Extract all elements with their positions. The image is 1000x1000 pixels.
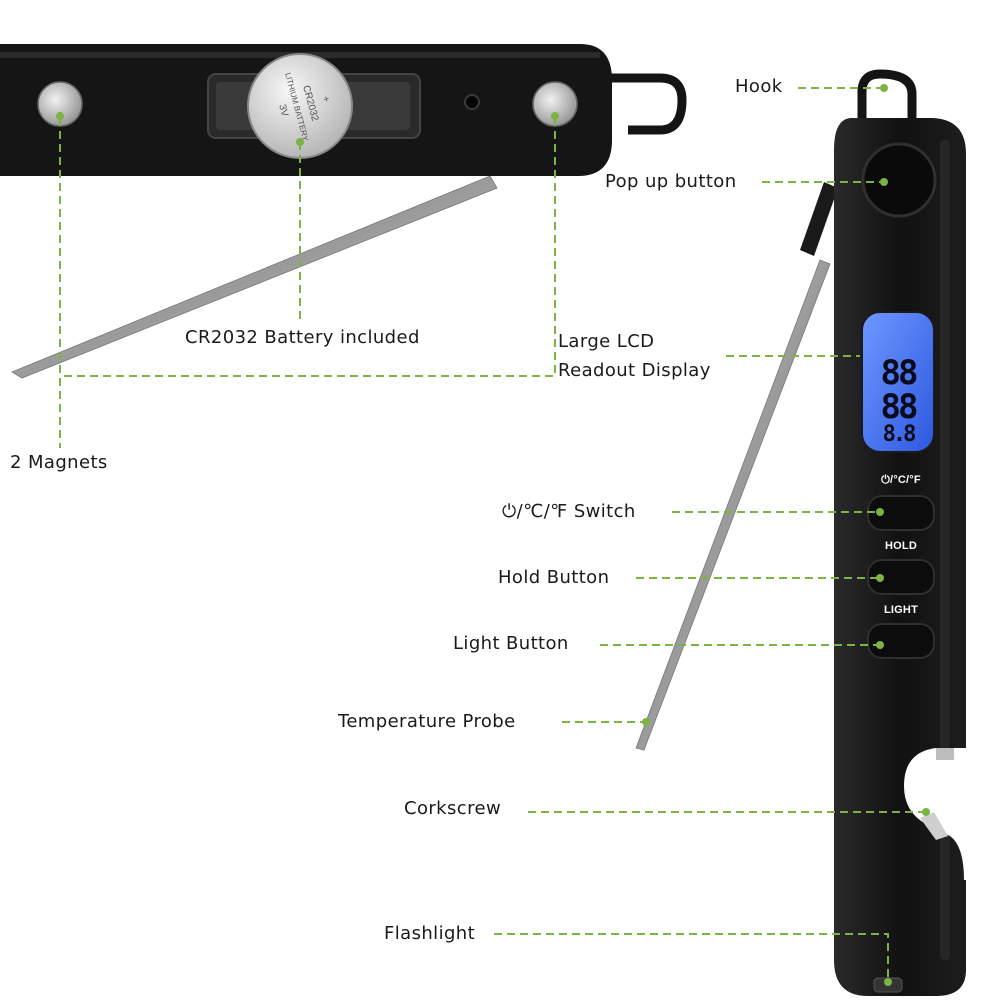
label-flashlight: Flashlight xyxy=(384,923,476,944)
lcd-readout: 88 88 8.8 xyxy=(868,356,928,446)
label-lcd-line1: Large LCD xyxy=(558,331,655,352)
leader-magnet-right xyxy=(62,118,556,377)
leader-flashlight xyxy=(494,933,889,980)
hook-right xyxy=(857,69,917,122)
label-hold-button: Hold Button xyxy=(498,567,610,588)
power-unit-button-label: ⏻/°C/°F xyxy=(881,474,921,486)
label-popup-button: Pop up button xyxy=(605,171,737,192)
thermometer-front-view xyxy=(635,69,966,996)
label-battery: CR2032 Battery included xyxy=(185,327,420,348)
battery-voltage-text: 3V xyxy=(276,103,290,118)
probe-hinge xyxy=(800,182,838,256)
hold-button-label: HOLD xyxy=(885,540,917,552)
label-light-button: Light Button xyxy=(453,633,569,654)
screw-icon xyxy=(464,94,480,110)
leader-lines xyxy=(59,87,926,980)
lcd-display xyxy=(861,311,935,453)
label-switch: ⏻/℃/℉ Switch xyxy=(502,501,636,522)
thermometer-back-view: + CR2032 LITHIUM BATTERY 3V xyxy=(0,44,687,379)
battery-plus-text: + xyxy=(320,95,332,104)
label-magnets: 2 Magnets xyxy=(10,452,108,473)
hold-button[interactable] xyxy=(867,559,935,595)
label-hook: Hook xyxy=(735,76,783,97)
popup-button[interactable] xyxy=(861,142,937,218)
label-lcd-line2: Readout Display xyxy=(558,360,711,381)
light-button[interactable] xyxy=(867,623,935,659)
label-corkscrew: Corkscrew xyxy=(404,798,502,819)
lcd-digits-bottom: 8.8 xyxy=(882,422,917,447)
hook-top xyxy=(600,73,687,135)
temperature-probe-right xyxy=(635,259,831,751)
leader-dots xyxy=(56,84,930,986)
lcd-digits-top: 88 xyxy=(880,353,919,393)
lcd-digits-mid: 88 xyxy=(880,387,919,427)
temperature-probe-top xyxy=(11,175,498,379)
light-button-label: LIGHT xyxy=(884,604,918,616)
label-temperature-probe: Temperature Probe xyxy=(338,711,516,732)
